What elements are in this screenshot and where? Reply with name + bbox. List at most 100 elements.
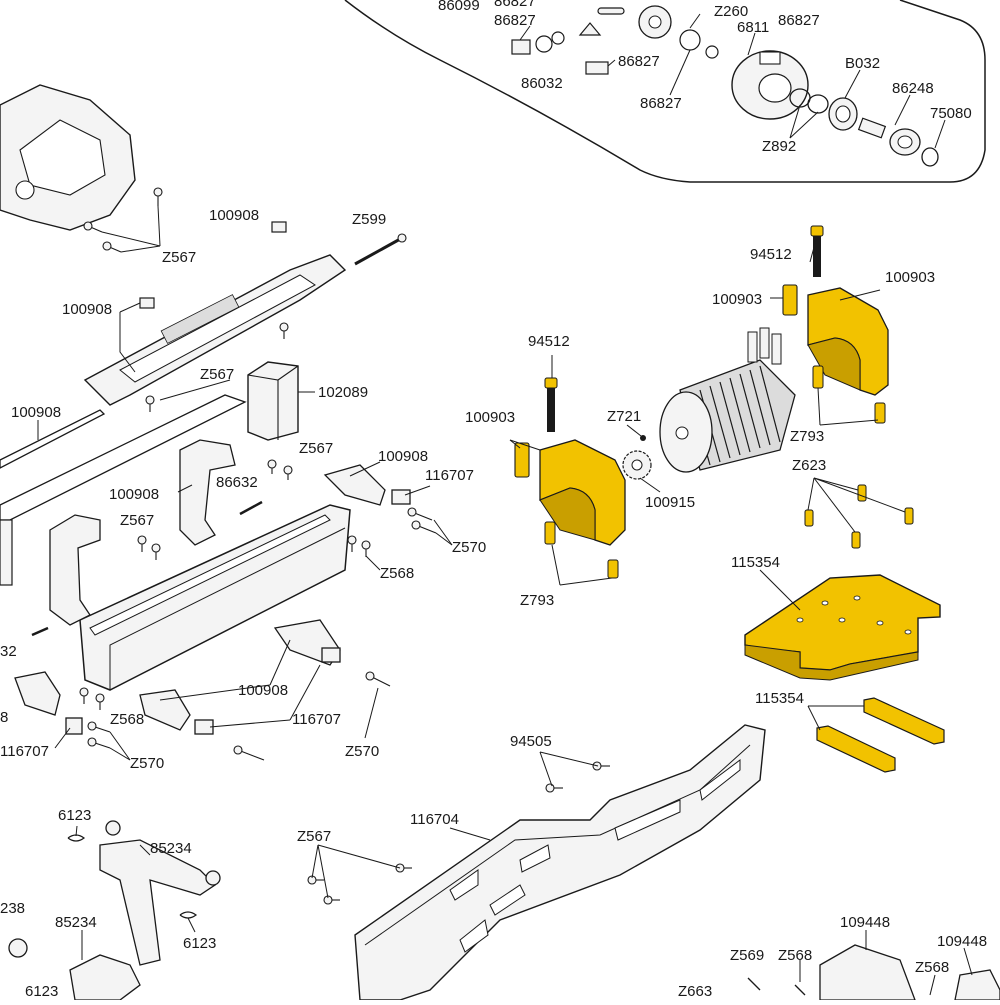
part-label: Z570 bbox=[452, 539, 486, 556]
brushless-motor-part bbox=[659, 327, 796, 473]
part-label: 32 bbox=[0, 643, 17, 660]
part-label: Z721 bbox=[607, 408, 641, 425]
part-label: 94512 bbox=[528, 333, 570, 350]
bevel-gear-part bbox=[578, 5, 672, 39]
pin-part bbox=[597, 7, 625, 15]
part-label: 109448 bbox=[937, 933, 987, 950]
motor-assembly bbox=[514, 225, 914, 579]
part-label: 86099 bbox=[438, 0, 480, 14]
part-label: 116707 bbox=[292, 711, 341, 728]
part-label: 100908 bbox=[238, 682, 288, 699]
part-label: 86827 bbox=[618, 53, 660, 70]
screw-z567-group-a bbox=[83, 187, 163, 253]
plate-bar-115354-part bbox=[816, 697, 945, 773]
part-label: Z567 bbox=[162, 249, 196, 266]
battery-cover-part bbox=[83, 254, 347, 406]
part-label: 102089 bbox=[318, 384, 368, 401]
battery-tray-part bbox=[79, 504, 351, 691]
part-label: 238 bbox=[0, 900, 25, 917]
part-label: Z567 bbox=[200, 366, 234, 383]
washer-part bbox=[511, 29, 719, 75]
part-label: Z570 bbox=[345, 743, 379, 760]
part-label: 100903 bbox=[712, 291, 762, 308]
bracket-116707-part bbox=[14, 464, 411, 735]
part-label: 94512 bbox=[750, 246, 792, 263]
shim-part bbox=[921, 147, 939, 167]
screw-z793-part bbox=[544, 365, 886, 579]
part-label: Z793 bbox=[790, 428, 824, 445]
screw-94512-part-b bbox=[810, 225, 824, 277]
part-label: 86827 bbox=[640, 95, 682, 112]
part-label: 100908 bbox=[378, 448, 428, 465]
part-label: Z599 bbox=[352, 211, 386, 228]
part-label: Z260 bbox=[714, 3, 748, 20]
o-ring-part bbox=[789, 88, 829, 114]
part-label: Z568 bbox=[915, 959, 949, 976]
part-label: 86632 bbox=[216, 474, 258, 491]
part-label: Z568 bbox=[778, 947, 812, 964]
part-label: 6811 bbox=[737, 19, 769, 36]
motor-plate-115354-part bbox=[744, 574, 941, 681]
spacer-100903-part bbox=[514, 284, 798, 478]
body-post-85234-part bbox=[8, 820, 221, 1001]
part-label: Z663 bbox=[678, 983, 712, 1000]
chassis-plate-116704-part bbox=[354, 724, 766, 1001]
part-label: 94505 bbox=[510, 733, 552, 750]
part-label: Z570 bbox=[130, 755, 164, 772]
part-label: 75080 bbox=[930, 105, 972, 122]
part-label: 116707 bbox=[425, 467, 474, 484]
part-label: 85234 bbox=[55, 914, 97, 931]
part-label: 86032 bbox=[521, 75, 563, 92]
bulkhead-part bbox=[0, 84, 136, 231]
part-label: 100908 bbox=[11, 404, 61, 421]
part-label: 8 bbox=[0, 709, 8, 726]
bottom-right-part bbox=[747, 944, 1000, 1001]
part-label: 85234 bbox=[150, 840, 192, 857]
part-label: Z567 bbox=[299, 440, 333, 457]
pinion-gear-part bbox=[622, 435, 652, 480]
part-label: 86827 bbox=[494, 0, 536, 10]
strap-part bbox=[49, 439, 236, 626]
part-label: Z568 bbox=[380, 565, 414, 582]
leader-lines bbox=[37, 205, 973, 996]
part-label: Z567 bbox=[297, 828, 331, 845]
clip-6123-part bbox=[67, 834, 198, 919]
inset-leaders bbox=[519, 13, 946, 149]
screws-middle-group bbox=[31, 322, 437, 761]
part-label: Z793 bbox=[520, 592, 554, 609]
part-label: B032 bbox=[845, 55, 880, 72]
part-label: 86248 bbox=[892, 80, 934, 97]
screw-94512-part-a bbox=[544, 377, 558, 432]
part-label: 100908 bbox=[62, 301, 112, 318]
part-label: 86827 bbox=[778, 12, 820, 29]
part-label: 115354 bbox=[755, 690, 804, 707]
bearing-part bbox=[828, 97, 858, 131]
part-label: 6123 bbox=[58, 807, 91, 824]
part-label: 86827 bbox=[494, 12, 536, 29]
foam-block-part bbox=[247, 361, 299, 441]
part-label: 100915 bbox=[645, 494, 695, 511]
diff-case-part bbox=[731, 50, 809, 120]
part-label: 116707 bbox=[0, 743, 49, 760]
part-label: 6123 bbox=[183, 935, 216, 952]
strip-100908-part bbox=[0, 394, 247, 521]
part-label: 116704 bbox=[410, 811, 459, 828]
part-label: 6123 bbox=[25, 983, 58, 1000]
left-edge-part bbox=[0, 519, 13, 586]
part-label: Z568 bbox=[110, 711, 144, 728]
rod-z599-part bbox=[354, 233, 407, 266]
differential-inset bbox=[344, 0, 986, 183]
part-label: 100908 bbox=[209, 207, 259, 224]
motor-mount-right-part bbox=[807, 287, 889, 396]
part-label: 100903 bbox=[885, 269, 935, 286]
motor-mount-left-part bbox=[539, 439, 626, 546]
part-label: Z569 bbox=[730, 947, 764, 964]
part-label: Z567 bbox=[120, 512, 154, 529]
part-label: 115354 bbox=[731, 554, 780, 571]
part-label: Z892 bbox=[762, 138, 796, 155]
part-label: 109448 bbox=[840, 914, 890, 931]
inset-border bbox=[344, 0, 986, 183]
